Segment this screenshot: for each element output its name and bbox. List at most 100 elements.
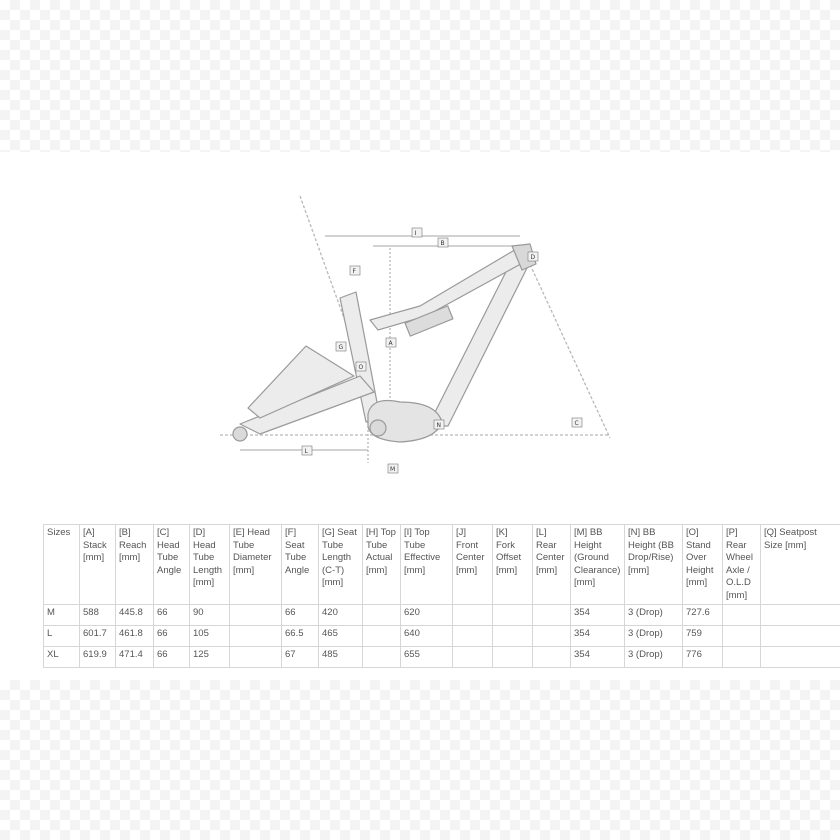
cell xyxy=(760,646,840,668)
head-tube xyxy=(511,243,537,271)
cell xyxy=(722,646,761,668)
cell: 66 xyxy=(153,625,190,647)
label-f xyxy=(349,265,361,276)
table-row: M 588 445.8 66 90 66 420 620 354 3 (Drop… xyxy=(43,604,840,626)
label-o xyxy=(355,361,367,372)
label-g-text: G xyxy=(339,344,344,351)
cell: 461.8 xyxy=(115,625,154,647)
cell: 776 xyxy=(682,646,723,668)
seatstay xyxy=(247,345,355,419)
label-i xyxy=(411,227,423,238)
cell xyxy=(229,646,282,668)
cell xyxy=(532,646,571,668)
cell: 354 xyxy=(570,604,625,626)
cell xyxy=(760,625,840,647)
cell: 67 xyxy=(281,646,319,668)
label-f-text: F xyxy=(353,268,357,275)
cell xyxy=(492,604,533,626)
chainstay xyxy=(239,375,375,435)
header-seat-tube-length: [G] Seat Tube Length (C-T) [mm] xyxy=(318,524,363,605)
cell: 66.5 xyxy=(281,625,319,647)
label-n-text: N xyxy=(437,422,442,429)
label-d xyxy=(527,251,539,262)
cell xyxy=(452,625,493,647)
cell xyxy=(362,625,401,647)
header-head-tube-angle: [C] Head Tube Angle xyxy=(153,524,190,605)
cell: M xyxy=(43,604,80,626)
header-seat-tube-angle: [F] Seat Tube Angle xyxy=(281,524,319,605)
cell: XL xyxy=(43,646,80,668)
header-top-tube-actual: [H] Top Tube Actual [mm] xyxy=(362,524,401,605)
table-header-row: Sizes [A] Stack [mm] [B] Reach [mm] [C] … xyxy=(43,524,840,605)
label-l-text: L xyxy=(305,448,309,455)
rear-axle xyxy=(232,426,248,442)
label-c xyxy=(571,417,583,428)
cell: 3 (Drop) xyxy=(624,604,683,626)
cell: 3 (Drop) xyxy=(624,625,683,647)
cell: 90 xyxy=(189,604,230,626)
cell: 105 xyxy=(189,625,230,647)
cell xyxy=(362,604,401,626)
cell: L xyxy=(43,625,80,647)
header-head-tube-diameter: [E] Head Tube Diameter [mm] xyxy=(229,524,282,605)
label-b xyxy=(437,237,449,248)
cell: 588 xyxy=(79,604,116,626)
header-bb-height-ground: [M] BB Height (Ground Clearance) [mm] xyxy=(570,524,625,605)
label-a xyxy=(385,337,397,348)
cell: 655 xyxy=(400,646,453,668)
header-seatpost-size: [Q] Seatpost Size [mm] xyxy=(760,524,840,605)
cell xyxy=(722,625,761,647)
label-i-text: I xyxy=(415,230,417,237)
label-o-text: O xyxy=(359,364,364,371)
label-n xyxy=(433,419,445,430)
label-b-text: B xyxy=(441,240,445,247)
cell xyxy=(532,604,571,626)
cell xyxy=(452,646,493,668)
header-front-center: [J] Front Center [mm] xyxy=(452,524,493,605)
header-stand-over-height: [O] Stand Over Height [mm] xyxy=(682,524,723,605)
cell xyxy=(362,646,401,668)
header-sizes: Sizes xyxy=(43,524,80,605)
cell: 445.8 xyxy=(115,604,154,626)
label-a-text: A xyxy=(389,340,394,347)
bike-frame-diagram: I B D F A G O N C L M xyxy=(220,195,611,474)
header-stack: [A] Stack [mm] xyxy=(79,524,116,605)
label-d-text: D xyxy=(531,254,536,261)
header-head-tube-length: [D] Head Tube Length [mm] xyxy=(189,524,230,605)
cell: 619.9 xyxy=(79,646,116,668)
cell xyxy=(452,604,493,626)
header-top-tube-effective: [I] Top Tube Effective [mm] xyxy=(400,524,453,605)
header-rear-center: [L] Rear Center [mm] xyxy=(532,524,571,605)
cell xyxy=(229,625,282,647)
label-m-text: M xyxy=(390,466,395,473)
header-bb-height-drop: [N] BB Height (BB Drop/Rise) [mm] xyxy=(624,524,683,605)
table-row: L 601.7 461.8 66 105 66.5 465 640 354 3 … xyxy=(43,625,840,647)
cell xyxy=(492,625,533,647)
header-reach: [B] Reach [mm] xyxy=(115,524,154,605)
cell xyxy=(492,646,533,668)
cell: 125 xyxy=(189,646,230,668)
cell: 66 xyxy=(281,604,319,626)
cell: 3 (Drop) xyxy=(624,646,683,668)
cell: 66 xyxy=(153,646,190,668)
bottom-bracket xyxy=(369,419,387,437)
label-l xyxy=(301,445,313,456)
cell xyxy=(760,604,840,626)
cell: 354 xyxy=(570,646,625,668)
label-c-text: C xyxy=(575,420,579,427)
label-g xyxy=(335,341,347,352)
geometry-table: Sizes [A] Stack [mm] [B] Reach [mm] [C] … xyxy=(43,524,840,668)
cell xyxy=(229,604,282,626)
cell: 66 xyxy=(153,604,190,626)
header-fork-offset: [K] Fork Offset [mm] xyxy=(492,524,533,605)
table-row: XL 619.9 471.4 66 125 67 485 655 354 3 (… xyxy=(43,646,840,668)
label-m xyxy=(387,463,399,474)
cell: 465 xyxy=(318,625,363,647)
header-rear-wheel-axle: [P] Rear Wheel Axle / O.L.D [mm] xyxy=(722,524,761,605)
cell: 354 xyxy=(570,625,625,647)
cell: 485 xyxy=(318,646,363,668)
cell: 601.7 xyxy=(79,625,116,647)
cell: 620 xyxy=(400,604,453,626)
rear-shock xyxy=(404,305,454,337)
cell: 727.6 xyxy=(682,604,723,626)
